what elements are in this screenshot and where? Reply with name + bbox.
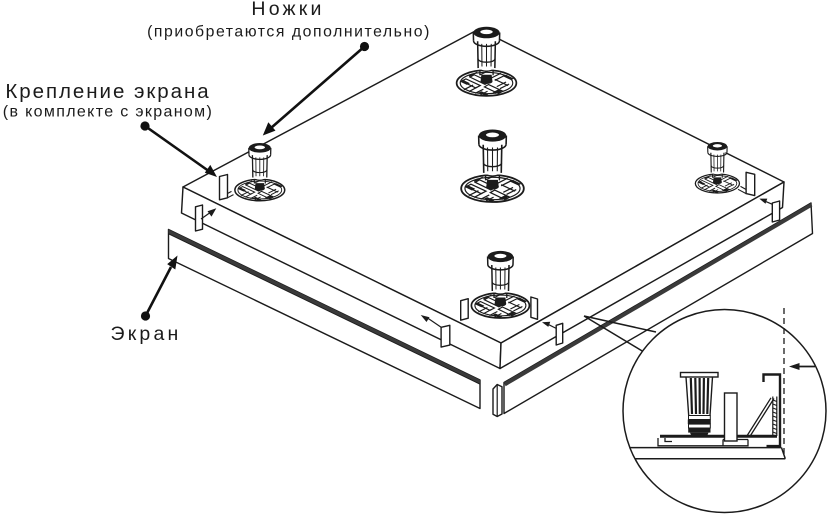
svg-text:(в комплекте с экраном): (в комплекте с экраном) bbox=[3, 104, 213, 121]
svg-text:(приобретаются дополнительно): (приобретаются дополнительно) bbox=[147, 24, 431, 41]
svg-text:Экран: Экран bbox=[110, 323, 181, 345]
svg-text:Крепление экрана: Крепление экрана bbox=[5, 80, 210, 103]
svg-text:Ножки: Ножки bbox=[251, 0, 324, 20]
